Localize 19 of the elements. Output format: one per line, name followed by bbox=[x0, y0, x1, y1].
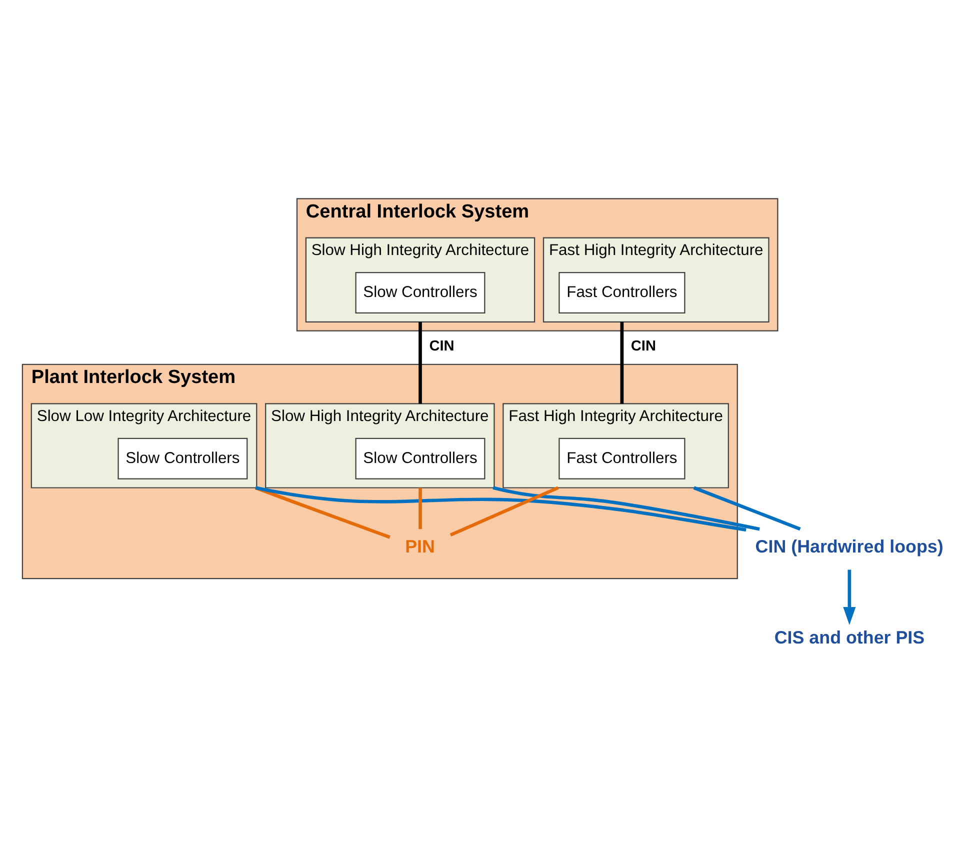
connector bbox=[620, 321, 624, 404]
edge-label: CIN bbox=[428, 338, 454, 354]
connector bbox=[254, 486, 746, 532]
connector bbox=[449, 486, 558, 536]
connector bbox=[692, 486, 800, 530]
node-text: CIN (Hardwired loops) bbox=[754, 536, 943, 556]
arrow bbox=[842, 569, 856, 624]
connector bbox=[418, 321, 422, 404]
connector bbox=[492, 486, 760, 530]
node-box: Fast Controllers bbox=[558, 437, 685, 479]
node-box: Slow Controllers bbox=[354, 437, 485, 479]
edge-label: CIN bbox=[630, 338, 656, 354]
node-box: Slow Controllers bbox=[117, 437, 248, 479]
connector bbox=[418, 487, 422, 529]
connector bbox=[254, 486, 390, 538]
node-text: CIS and other PIS bbox=[774, 626, 924, 647]
node-box: Fast Controllers bbox=[558, 272, 685, 313]
node-text: PIN bbox=[404, 536, 434, 556]
node-box: Slow Controllers bbox=[354, 272, 485, 313]
